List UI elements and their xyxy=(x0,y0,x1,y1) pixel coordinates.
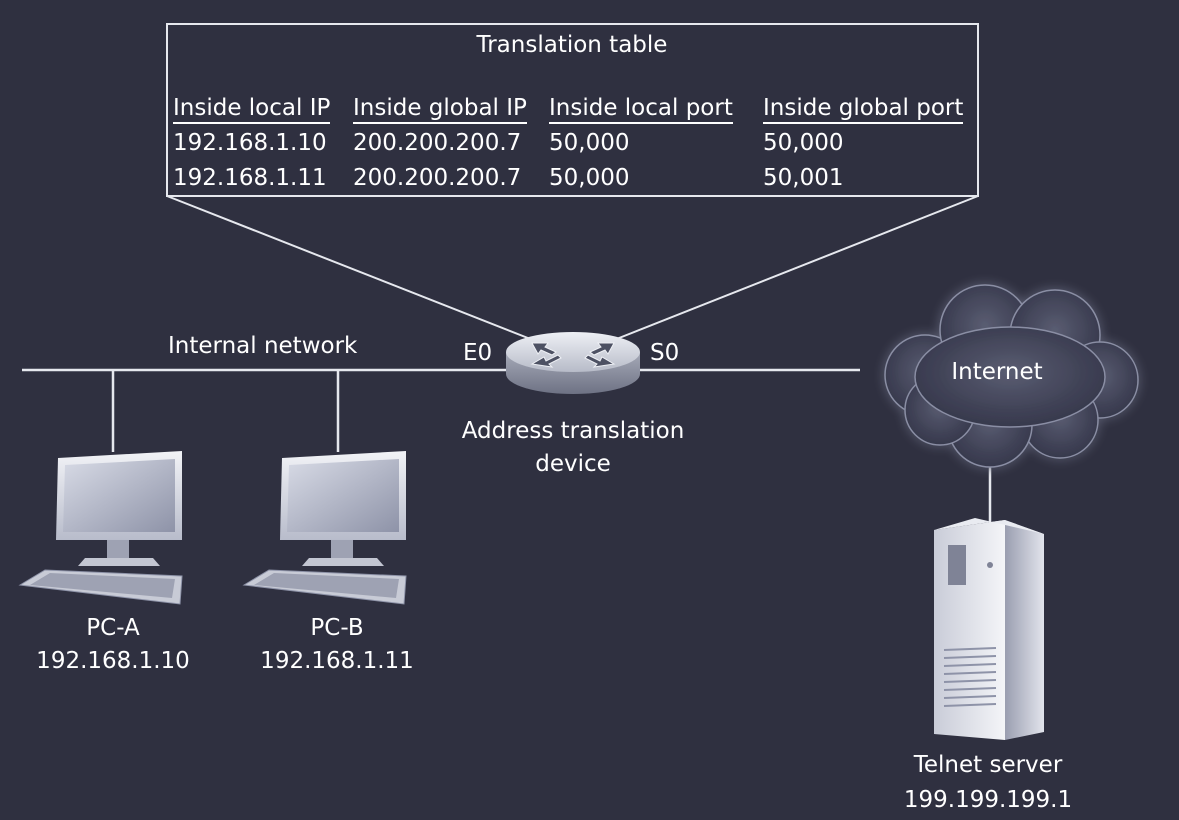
router-label-line2: device xyxy=(535,451,611,477)
internal-network-label: Internal network xyxy=(168,333,358,359)
monitor-icon xyxy=(56,451,182,566)
internet-label: Internet xyxy=(951,359,1043,385)
callout-line-right xyxy=(613,195,979,341)
server-icon xyxy=(934,518,1044,740)
table-cell: 192.168.1.10 xyxy=(173,130,327,156)
router-icon xyxy=(506,332,640,394)
table-cell: 200.200.200.7 xyxy=(353,130,522,156)
table-cell: 192.168.1.11 xyxy=(173,165,327,191)
router-label-line1: Address translation xyxy=(461,418,685,444)
pc-a-name: PC-A xyxy=(86,615,140,641)
translation-table-title: Translation table xyxy=(476,32,668,58)
telnet-server-name: Telnet server xyxy=(913,752,1063,778)
translation-table-box xyxy=(166,23,979,197)
e0-interface-label: E0 xyxy=(463,340,493,366)
table-cell: 50,000 xyxy=(549,130,630,156)
pc-a-icon xyxy=(18,451,183,605)
header-inside-local-ip: Inside local IP xyxy=(173,94,331,124)
telnet-server-ip: 199.199.199.1 xyxy=(903,787,1073,813)
keyboard-icon xyxy=(18,569,183,605)
network-links xyxy=(22,368,992,525)
monitor-icon xyxy=(280,451,406,566)
cloud-icon xyxy=(884,284,1139,468)
pc-b-name: PC-B xyxy=(310,615,364,641)
translation-table-callout xyxy=(166,23,979,341)
header-inside-global-ip: Inside global IP xyxy=(353,94,527,124)
header-inside-local-port: Inside local port xyxy=(549,94,733,124)
keyboard-icon xyxy=(242,569,407,605)
pc-a-ip: 192.168.1.10 xyxy=(36,648,190,674)
pc-b-ip: 192.168.1.11 xyxy=(260,648,414,674)
pc-b-icon xyxy=(242,451,407,605)
table-cell: 200.200.200.7 xyxy=(353,165,522,191)
s0-interface-label: S0 xyxy=(650,340,680,366)
callout-line-left xyxy=(166,195,534,341)
table-cell: 50,001 xyxy=(763,165,844,191)
header-inside-global-port: Inside global port xyxy=(763,94,964,124)
table-cell: 50,000 xyxy=(549,165,630,191)
table-cell: 50,000 xyxy=(763,130,844,156)
